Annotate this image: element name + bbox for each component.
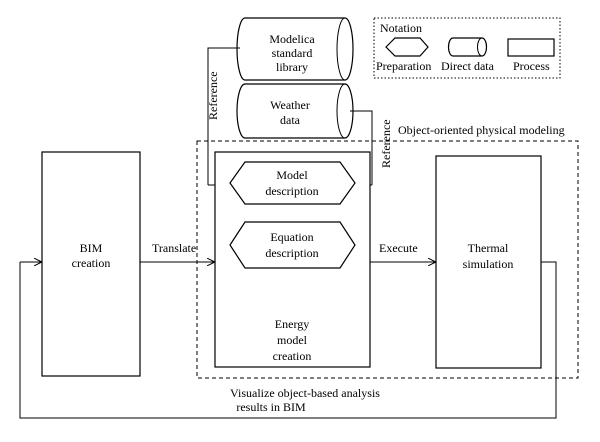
thermal-simulation-process: Thermal simulation <box>435 155 542 369</box>
preparation-symbol <box>385 37 429 57</box>
modelica-label-line1: Modelica <box>269 32 315 46</box>
object-oriented-modeling-label: Object-oriented physical modeling <box>398 123 565 137</box>
modelica-label-line3: library <box>276 60 308 74</box>
modelica-library-cylinder: Modelica standard library <box>236 17 354 81</box>
reference-left-label: Reference <box>206 71 220 120</box>
energy-label-line2: model <box>277 333 308 347</box>
process-label: Process <box>513 59 550 73</box>
bim-label-line1: BIM <box>80 241 103 255</box>
notation-frame <box>373 17 561 79</box>
bim-creation-process: BIM creation <box>41 151 141 377</box>
reference-right-label: Reference <box>379 119 393 168</box>
equation-description-preparation: Equation description <box>229 221 356 269</box>
visualize-label-line2: results in BIM <box>236 400 306 414</box>
reference-left-connector <box>207 47 240 185</box>
visualize-label-line1: Visualize object-based analysis <box>230 386 380 400</box>
weather-data-cylinder: Weather data <box>236 83 354 139</box>
weather-label-line2: data <box>280 113 301 127</box>
model-desc-line1: Model <box>276 168 308 182</box>
energy-label-line1: Energy <box>275 317 309 331</box>
thermal-label-line2: simulation <box>463 257 514 271</box>
model-desc-line2: description <box>265 184 318 198</box>
preparation-label: Preparation <box>376 59 431 73</box>
process-symbol <box>507 38 555 57</box>
thermal-label-line1: Thermal <box>468 241 509 255</box>
translate-label: Translate <box>152 241 196 255</box>
object-oriented-modeling-frame <box>196 140 579 379</box>
weather-label-line1: Weather <box>270 98 310 112</box>
notation-title: Notation <box>380 21 422 35</box>
model-description-preparation: Model description <box>229 161 356 205</box>
notation-legend: Notation Preparation Direct data Process <box>373 17 561 79</box>
energy-label-line3: creation <box>273 349 312 363</box>
equation-desc-line2: description <box>265 246 318 260</box>
reference-right-connector <box>350 110 373 185</box>
execute-label: Execute <box>379 241 418 255</box>
modelica-label-line2: standard <box>272 46 313 60</box>
visualize-feedback-connector <box>19 261 557 419</box>
bim-label-line2: creation <box>72 256 111 270</box>
equation-desc-line1: Equation <box>270 230 313 244</box>
direct-data-label: Direct data <box>441 59 495 73</box>
direct-data-symbol <box>447 37 488 57</box>
